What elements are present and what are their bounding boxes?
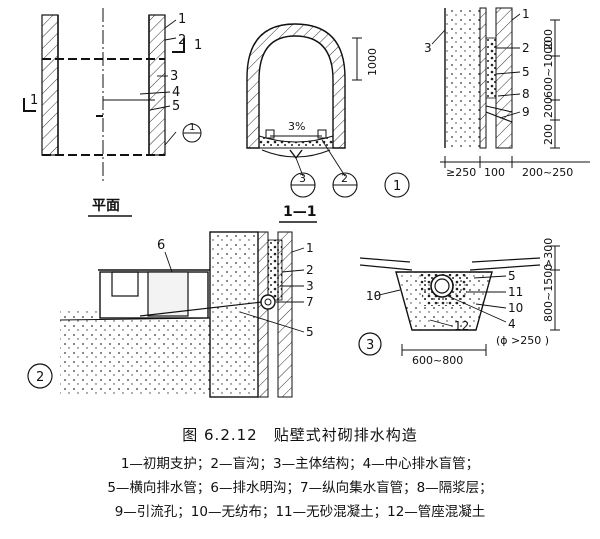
detail2-id-circle [27, 363, 53, 389]
svg-text:6: 6 [157, 238, 165, 253]
plan-callout-number: 1 [189, 122, 195, 133]
svg-text:3: 3 [424, 41, 432, 55]
plan-cut-label-right: 1 [194, 38, 202, 53]
svg-text:9: 9 [522, 105, 530, 119]
section-lining [246, 23, 346, 149]
detail1-dim-top: 200 [542, 29, 555, 50]
svg-text:2: 2 [522, 41, 530, 55]
detail1-dim-middle: 600~1000 [542, 40, 555, 98]
detail-2: 6 1 2 3 7 5 2 [27, 231, 314, 398]
detail1-dim-width-3: 200~250 [522, 166, 573, 179]
legend-line-3: 9—引流孔；10—无纺布；11—无砂混凝土；12—管座混凝土 [114, 504, 486, 520]
svg-text:3: 3 [306, 279, 314, 293]
plan-label-2: 2 [178, 33, 186, 48]
svg-text:10: 10 [366, 289, 381, 303]
detail1-dim-lower: 200 [542, 97, 555, 118]
detail1-dim-bottom: 200 [542, 124, 555, 145]
plan-view-title: 平面 [92, 198, 120, 214]
detail3-id-circle [358, 332, 382, 356]
legend-line-1: 1—初期支护；2—盲沟；3—主体结构；4—中心排水盲管； [120, 456, 480, 472]
detail-1: 200 600~1000 200 200 ≥250 100 200~250 1 … [424, 7, 590, 179]
detail3-diameter-note: (ϕ >250 ) [496, 334, 549, 347]
svg-text:7: 7 [306, 295, 314, 309]
plan-right-wall [148, 14, 166, 156]
plan-label-4: 4 [172, 85, 180, 100]
plan-view: 1 2 1 3 4 5 1 1 平面 [23, 8, 202, 217]
svg-text:5: 5 [306, 325, 314, 339]
detail2-id: 2 [36, 370, 44, 385]
svg-text:4: 4 [508, 317, 516, 331]
detail3-dim-width: 600~800 [412, 354, 463, 367]
section-callout-1 [384, 172, 410, 198]
plan-cut-label-left: 1 [30, 93, 38, 108]
plan-label-5: 5 [172, 99, 180, 114]
svg-text:5: 5 [508, 269, 516, 283]
svg-text:8: 8 [522, 87, 530, 101]
detail1-dim-width-2: 100 [484, 166, 505, 179]
svg-text:2: 2 [341, 172, 348, 185]
detail-3: >300 800~1500 600~800 5 11 10 4 12 10 (ϕ… [358, 238, 560, 367]
svg-text:1: 1 [393, 179, 401, 194]
detail2-collector-pipe [260, 294, 276, 310]
svg-text:5: 5 [522, 65, 530, 79]
detail3-id: 3 [366, 338, 374, 353]
section-view: 1000 3% 3 2 1 1—1 [246, 23, 410, 223]
svg-text:1: 1 [522, 7, 530, 21]
detail3-pipe [430, 274, 454, 298]
svg-text:11: 11 [508, 285, 523, 299]
detail2-structure [209, 231, 259, 398]
section-slope: 3% [288, 120, 305, 133]
legend-line-2: 5—横向排水管；6—排水明沟；7—纵向集水盲管；8—隔浆层； [107, 480, 493, 496]
svg-text:3: 3 [299, 172, 306, 185]
svg-text:12: 12 [454, 319, 469, 333]
detail3-dim-cover: >300 [542, 238, 555, 268]
svg-text:10: 10 [508, 301, 523, 315]
detail1-dim-width-1: ≥250 [446, 166, 476, 179]
plan-label-1: 1 [178, 12, 186, 27]
detail3-dim-depth: 800~1500 [542, 264, 555, 322]
figure-caption: 图 6.2.12 贴壁式衬砌排水构造 [182, 426, 418, 444]
plan-left-wall [41, 14, 59, 156]
section-view-title: 1—1 [283, 204, 316, 220]
plan-label-3: 3 [170, 69, 178, 84]
svg-text:2: 2 [306, 263, 314, 277]
svg-text:1: 1 [306, 241, 314, 255]
section-dimension-1000: 1000 [366, 48, 379, 76]
